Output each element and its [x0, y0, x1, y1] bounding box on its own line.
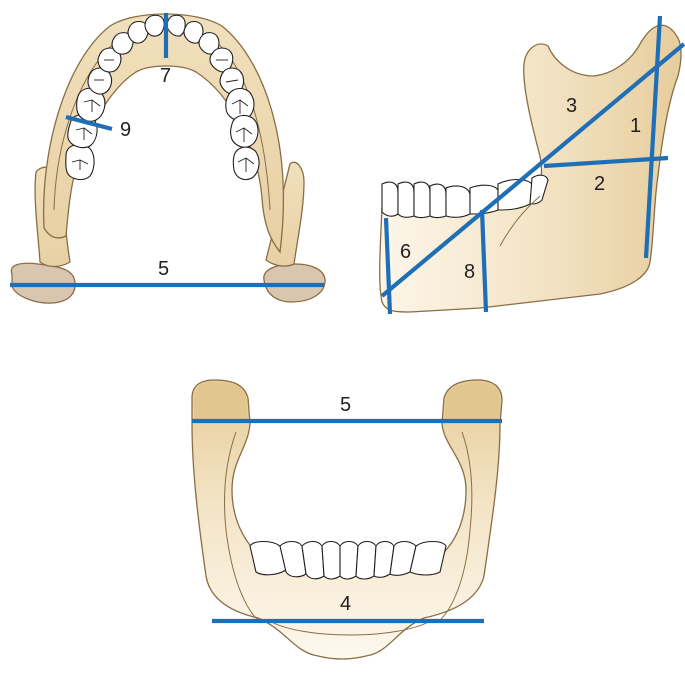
label-5-frontal: 5	[340, 394, 351, 416]
tooth	[430, 184, 446, 217]
label-4: 4	[340, 593, 351, 615]
label-1: 1	[630, 115, 641, 137]
tooth	[410, 542, 446, 576]
tooth	[322, 542, 340, 580]
tooth	[398, 182, 414, 217]
label-2: 2	[594, 173, 605, 195]
label-7: 7	[160, 65, 171, 87]
tooth	[356, 542, 376, 580]
mandible-lateral-body	[380, 25, 681, 312]
tooth	[446, 186, 470, 217]
label-6: 6	[400, 241, 411, 263]
tooth	[340, 542, 358, 580]
frontal-view: 5 4	[192, 380, 502, 659]
tooth	[414, 182, 430, 217]
label-8: 8	[464, 261, 475, 283]
label-5-occlusal: 5	[158, 258, 169, 280]
label-3: 3	[566, 95, 577, 117]
occlusal-view: 5 7 9	[10, 13, 325, 303]
lateral-view: 1 2 3 6 8	[380, 16, 684, 314]
frontal-teeth	[250, 542, 446, 580]
tooth	[145, 15, 164, 36]
label-9: 9	[120, 119, 131, 141]
tooth	[382, 182, 398, 216]
